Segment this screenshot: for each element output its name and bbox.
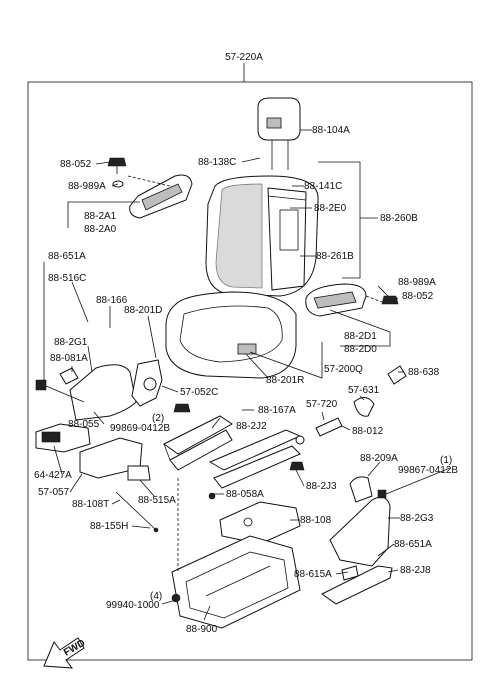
callout-88-516C: 88-516C (48, 273, 86, 284)
callout-88-108T: 88-108T (72, 499, 109, 510)
callout-88-055: 88-055 (68, 419, 100, 430)
leader-lines (43, 129, 451, 621)
callout-88-2J3: 88-2J3 (306, 481, 337, 492)
callout-88-2G3: 88-2G3 (400, 513, 434, 524)
fwd-arrow-icon (43, 637, 85, 669)
callout-88-260B: 88-260B (380, 213, 418, 224)
callout-99869-0412B: 99869-0412B (110, 423, 170, 434)
fwd-label: FWD (62, 638, 87, 659)
callout-88-651A-bottom: 88-651A (394, 539, 432, 550)
callout-88-2E0: 88-2E0 (314, 203, 347, 214)
recliner-lever-left (127, 174, 193, 219)
callout-57-052C: 57-052C (180, 387, 218, 398)
seat-cushion (165, 291, 297, 379)
side-cover-right (321, 476, 393, 605)
callout-88-989A-right: 88-989A (398, 277, 436, 288)
bolt-88-052-top (107, 157, 127, 188)
callout-88-2J8: 88-2J8 (400, 565, 431, 576)
callout-57-200Q: 57-200Q (324, 364, 363, 375)
assembly-frame (27, 63, 473, 661)
assembly-label: 57-220A (225, 52, 263, 63)
hinge-bracket (131, 359, 191, 413)
callout-88-2G1: 88-2G1 (54, 337, 88, 348)
callout-88-167A: 88-167A (258, 405, 296, 416)
callout-88-201D: 88-201D (124, 305, 162, 316)
callout-88-052-right: 88-052 (402, 291, 434, 302)
callout-88-141C: 88-141C (304, 181, 342, 192)
callout-88-651A-top: 88-651A (48, 251, 86, 262)
seat-base-frame (171, 478, 301, 629)
callout-88-166: 88-166 (96, 295, 128, 306)
callout-88-2A0: 88-2A0 (84, 224, 117, 235)
callout-88-138C: 88-138C (198, 157, 236, 168)
callout-57-720: 57-720 (306, 399, 338, 410)
armrest-base-left (35, 423, 143, 479)
callout-qty-4: (4) (150, 591, 162, 602)
callout-88-012: 88-012 (352, 426, 384, 437)
callout-88-2D0: 88-2D0 (344, 344, 377, 355)
callout-88-989A-top: 88-989A (68, 181, 106, 192)
callout-88-900: 88-900 (186, 624, 218, 635)
lock-clip (115, 465, 216, 533)
callout-57-057: 57-057 (38, 487, 70, 498)
callout-88-155H: 88-155H (90, 521, 128, 532)
side-cover-left (35, 364, 137, 421)
callout-88-058A: 88-058A (226, 489, 264, 500)
callout-64-427A: 64-427A (34, 470, 72, 481)
slide-rail-left (163, 415, 233, 471)
callout-99940-1000: 99940-1000 (106, 600, 160, 611)
callout-88-2D1: 88-2D1 (344, 331, 377, 342)
callout-88-201R: 88-201R (266, 375, 304, 386)
callout-88-104A: 88-104A (312, 125, 350, 136)
callout-88-2J2: 88-2J2 (236, 421, 267, 432)
callouts: 88-104A 88-052 88-138C 88-989A 88-141C 8… (34, 125, 458, 635)
headrest (257, 97, 301, 170)
lower-frame (219, 501, 301, 545)
seatback (205, 175, 319, 297)
callout-qty-1: (1) (440, 455, 452, 466)
callout-88-209A: 88-209A (360, 453, 398, 464)
callout-88-2A1: 88-2A1 (84, 211, 117, 222)
callout-88-638: 88-638 (408, 367, 440, 378)
spring-and-cable (289, 365, 407, 471)
callout-88-515A: 88-515A (138, 495, 176, 506)
callout-88-108: 88-108 (300, 515, 332, 526)
callout-88-052-top: 88-052 (60, 159, 92, 170)
callout-88-261B: 88-261B (316, 251, 354, 262)
callout-88-081A: 88-081A (50, 353, 88, 364)
callout-99867-0412B: 99867-0412B (398, 465, 458, 476)
callout-57-631: 57-631 (348, 385, 380, 396)
callout-88-615A: 88-615A (294, 569, 332, 580)
callout-qty-2: (2) (152, 413, 164, 424)
recliner-lever-right (305, 283, 399, 317)
